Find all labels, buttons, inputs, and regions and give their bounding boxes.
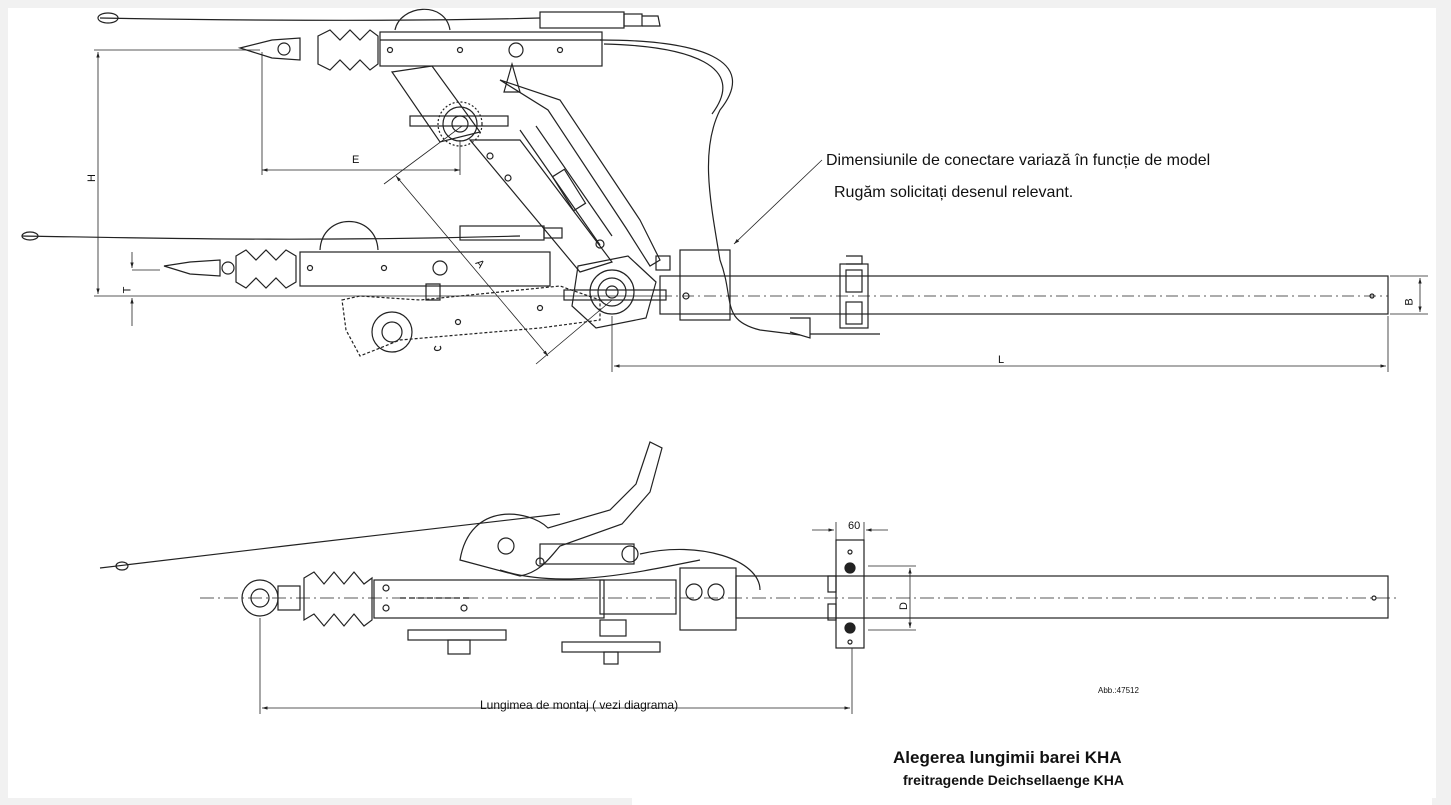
dimension-lines-side — [259, 522, 916, 714]
drawbar-tube-side — [200, 539, 1400, 649]
note-connection-dims: Dimensiunile de conectare variază în fun… — [826, 152, 1211, 169]
drawbar-tube-top — [655, 249, 1389, 339]
dim-label-l: L — [998, 354, 1005, 366]
dim-label-e: E — [352, 154, 360, 166]
dim-label-b: B — [1403, 298, 1416, 306]
dim-label-h: H — [85, 174, 98, 182]
side-view-coupling — [99, 441, 761, 665]
drawing-sheet: Dimensiunile de conectare variază în fun… — [8, 8, 1436, 798]
dim-label-d: D — [897, 602, 910, 610]
table-title: Alegerea lungimii barei KHA — [893, 748, 1122, 767]
linkage-mechanism — [390, 61, 661, 273]
dim-label-mounting-length: Lungimea de montaj ( vezi diagrama) — [480, 698, 679, 712]
dim-label-t: T — [121, 286, 134, 294]
table-subtitle: freitragende Deichsellaenge KHA — [903, 772, 1124, 788]
table-header-band — [632, 756, 1432, 805]
technical-drawing — [21, 8, 1428, 714]
note-request-drawing: Rugăm solicitați desenul relevant. — [834, 184, 1074, 201]
dim-label-60: 60 — [848, 520, 861, 532]
centerlines-top — [94, 49, 660, 297]
upper-drawbar — [97, 8, 801, 336]
figure-reference: Abb.:47512 — [1098, 686, 1139, 695]
dimension-lines-top — [96, 52, 1428, 372]
